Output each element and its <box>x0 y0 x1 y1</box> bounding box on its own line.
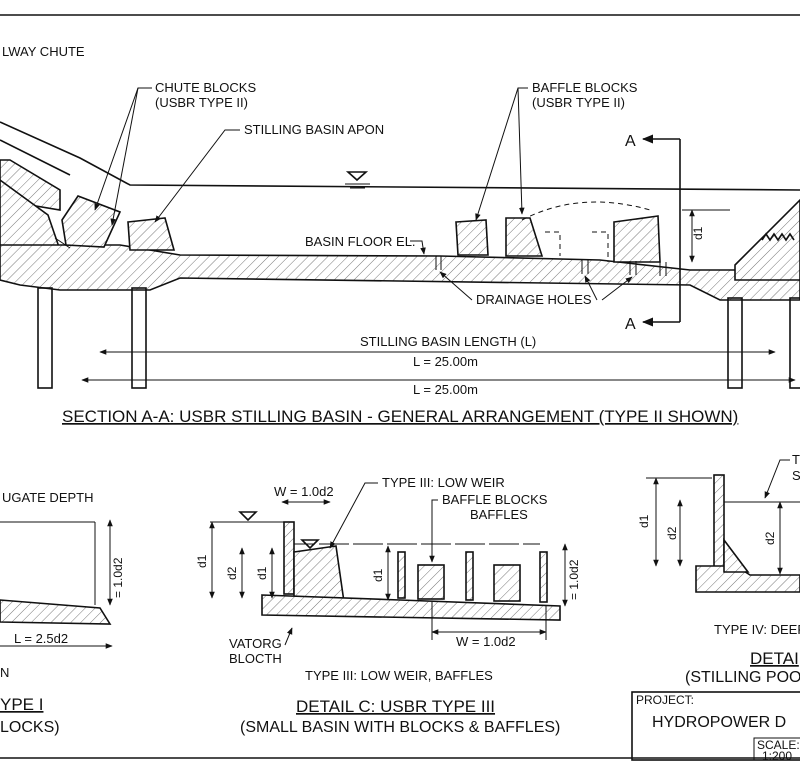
detail-c-subtitle: (SMALL BASIN WITH BLOCKS & BAFFLES) <box>240 719 560 736</box>
scale-value: 1:200 <box>762 749 792 763</box>
detail-b-subtitle: LOCKS) <box>0 719 60 736</box>
apron-label: STILLING BASIN APON <box>244 122 384 137</box>
scale-label: SCALE: <box>757 738 800 752</box>
d1-mid-c: d1 <box>255 566 269 580</box>
baffle-block-2 <box>505 217 544 257</box>
detail-c-note: TYPE III: LOW WEIR, BAFFLES <box>305 668 493 683</box>
detail-b-title: YPE I <box>0 695 43 714</box>
detail-d-subtitle: (STILLING POO <box>685 669 800 686</box>
baffle-blocks-type: (USBR TYPE II) <box>532 95 625 110</box>
section-marker-bottom: A <box>625 316 636 333</box>
detail-c-title: DETAIL C: USBR TYPE III <box>296 697 495 716</box>
detail-d: T S d1 d2 d2 TYPE IV: DEEF DETAI (STILLI… <box>637 452 800 686</box>
blocth-label: BLOCTH <box>229 651 282 666</box>
detail-d-title: DETAI <box>750 649 799 668</box>
baffle-c-3 <box>465 551 474 601</box>
w-bottom-label: W = 1.0d2 <box>456 634 516 649</box>
section-a-a: LWAY CHUTE <box>0 44 800 426</box>
baffles-c-label: BAFFLES <box>470 507 528 522</box>
project-label: PROJECT: <box>636 693 694 707</box>
detail-c: W = 1.0d2 TYPE III: LOW WEIR BAFFLE BLOC… <box>195 475 581 736</box>
baffle-block-3 <box>613 215 661 263</box>
project-name: HYDROPOWER D <box>652 714 786 731</box>
detail-b-length: L = 2.5d2 <box>14 631 68 646</box>
basin-floor-label: BASIN FLOOR EL. <box>305 234 416 249</box>
baffle-c-1 <box>397 551 406 599</box>
detail-d-d1: d1 <box>637 514 651 528</box>
stilling-length-label: STILLING BASIN LENGTH (L) <box>360 334 536 349</box>
detail-c-dim-right: = 1.0d2 <box>567 559 581 600</box>
chute-block-2 <box>127 217 176 251</box>
d1-inner-c: d1 <box>371 568 385 582</box>
baffle-blocks-c-label: BAFFLE BLOCKS <box>442 492 548 507</box>
detail-d-label-s: S <box>792 468 800 483</box>
baffle-c-2 <box>417 564 445 600</box>
pile-4 <box>789 297 800 389</box>
detail-d-note: TYPE IV: DEEF <box>714 622 800 637</box>
baffle-blocks-label: BAFFLE BLOCKS <box>532 80 638 95</box>
baffle-c-5 <box>539 551 548 603</box>
chute-blocks-type: (USBR TYPE II) <box>155 95 248 110</box>
detail-d-label-t: T <box>792 452 800 467</box>
pile-2 <box>131 287 147 389</box>
baffle-c-4 <box>493 564 521 602</box>
drainage-holes-label: DRAINAGE HOLES <box>476 292 592 307</box>
pile-1 <box>37 287 53 389</box>
spillway-chute-label: LWAY CHUTE <box>2 44 85 59</box>
title-block: PROJECT: HYDROPOWER D SCALE: 1:200 <box>631 691 800 763</box>
w-top-label: W = 1.0d2 <box>274 484 334 499</box>
detail-d-d2-inner: d2 <box>665 526 679 540</box>
length-value-1: L = 25.00m <box>413 354 478 369</box>
detail-b-dim-right: = 1.0d2 <box>111 557 125 598</box>
detail-b: UGATE DEPTH = 1.0d2 L = 2.5d2 N YPE I LO… <box>0 490 125 736</box>
chute-blocks-label: CHUTE BLOCKS <box>155 80 256 95</box>
detail-b-note: N <box>0 665 9 680</box>
d1-left-c: d1 <box>195 554 209 568</box>
d2-left-c: d2 <box>225 566 239 580</box>
section-marker-top: A <box>625 133 636 150</box>
conjugate-depth-label: UGATE DEPTH <box>2 490 94 505</box>
section-a-title: SECTION A-A: USBR STILLING BASIN - GENER… <box>62 407 738 426</box>
pile-3 <box>727 297 743 389</box>
chute-block-1 <box>61 195 122 248</box>
baffle-block-1 <box>455 219 489 256</box>
low-weir-label: TYPE III: LOW WEIR <box>382 475 505 490</box>
detail-d-d2: d2 <box>763 531 777 545</box>
length-value-2: L = 25.00m <box>413 382 478 397</box>
vatorg-label: VATORG <box>229 636 282 651</box>
d1-dim-a: d1 <box>691 226 705 240</box>
